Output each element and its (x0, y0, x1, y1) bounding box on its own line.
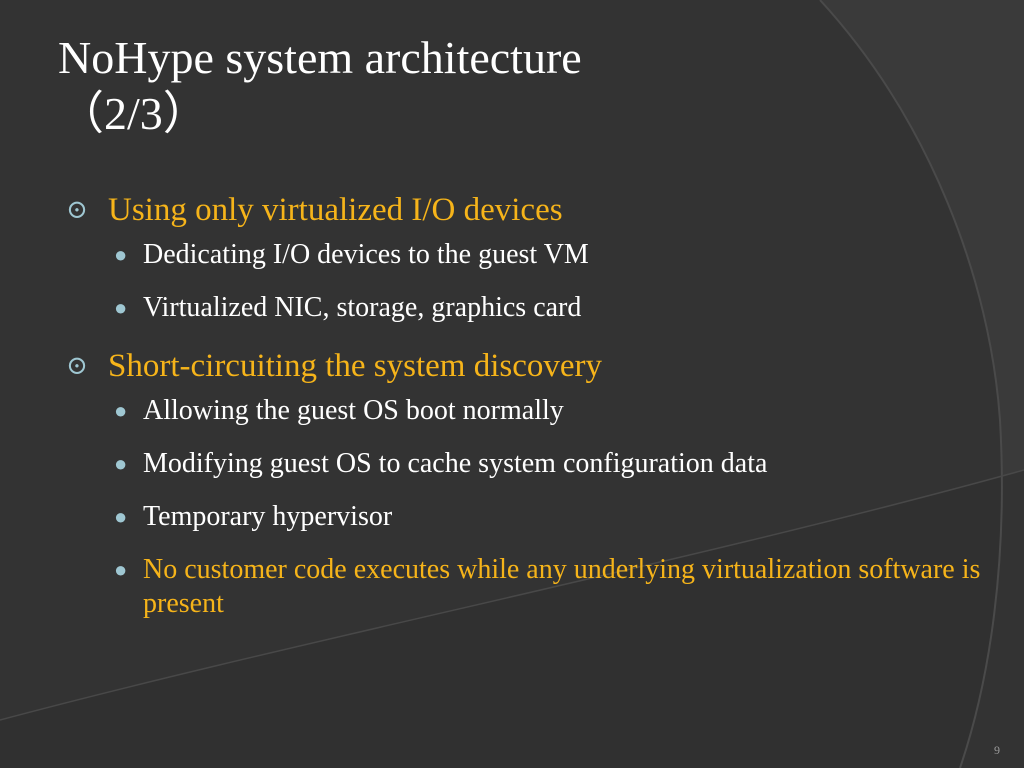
round-bullet-icon: ● (114, 242, 128, 267)
bullet-level2: ● Allowing the guest OS boot normally (114, 394, 996, 428)
round-bullet-icon: ● (114, 451, 128, 476)
bullet-level2: ● Modifying guest OS to cache system con… (114, 447, 996, 481)
bullet-level2: ● Temporary hypervisor (114, 500, 996, 534)
sub-bullet-text: Allowing the guest OS boot normally (143, 395, 564, 426)
circled-dot-icon: ⊙ (66, 351, 88, 380)
title-line-1: NoHype system architecture (58, 32, 582, 83)
slide-number: 9 (994, 743, 1000, 757)
sub-bullet-text: Virtualized NIC, storage, graphics card (143, 292, 582, 323)
bullet-level2: ● Virtualized NIC, storage, graphics car… (114, 291, 996, 325)
slide-title: NoHype system architecture （2/3） (58, 30, 958, 142)
round-bullet-icon: ● (114, 295, 128, 320)
round-bullet-icon: ● (114, 557, 128, 582)
bullet-level1: ⊙ Using only virtualized I/O devices (66, 188, 996, 232)
circled-dot-icon: ⊙ (66, 195, 88, 224)
sub-bullet-text: Dedicating I/O devices to the guest VM (143, 239, 589, 270)
bullet-level1: ⊙ Short-circuiting the system discovery (66, 344, 996, 388)
round-bullet-icon: ● (114, 504, 128, 529)
bullet-text: Using only virtualized I/O devices (108, 192, 563, 228)
sub-bullet-text: No customer code executes while any unde… (143, 554, 981, 619)
round-bullet-icon: ● (114, 398, 128, 423)
bullet-level2: ● Dedicating I/O devices to the guest VM (114, 238, 996, 272)
bullet-text: Short-circuiting the system discovery (108, 348, 602, 384)
sub-bullet-text: Temporary hypervisor (143, 501, 393, 532)
bullet-level2-highlighted: ● No customer code executes while any un… (114, 553, 996, 621)
title-line-2: （2/3） (58, 88, 209, 139)
slide-content: ⊙ Using only virtualized I/O devices ● D… (66, 188, 996, 640)
sub-bullet-text: Modifying guest OS to cache system confi… (143, 448, 768, 479)
